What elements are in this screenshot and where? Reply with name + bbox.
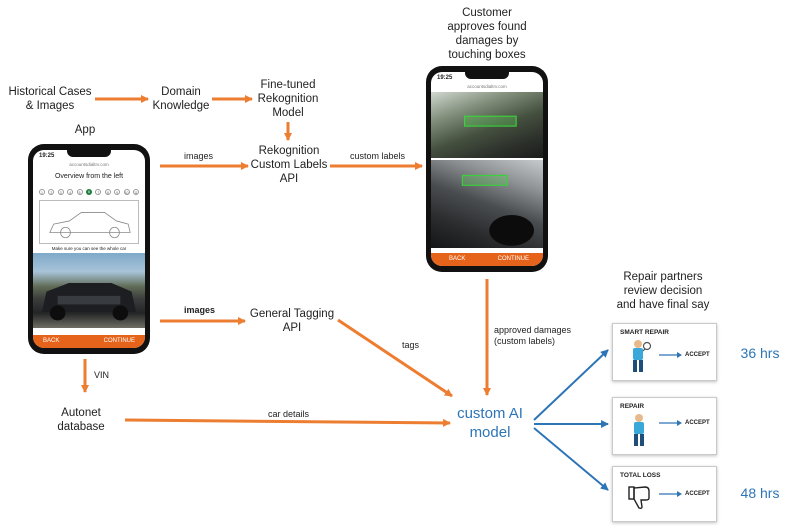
car-photo (33, 253, 145, 328)
app-screen-heading: Overview from the left (54, 173, 124, 180)
damage-back-button[interactable]: BACK (449, 256, 466, 262)
damage-bottom-bar: BACK CONTINUE (431, 253, 543, 266)
rekognition-api-label: Rekognition Custom Labels API (250, 145, 328, 185)
arrow-model-to-smart-repair (533, 349, 609, 421)
repair-person-with-magnifier-icon (633, 340, 652, 372)
repair-accept[interactable]: ACCEPT (685, 420, 710, 426)
mechanic-person-icon (634, 414, 644, 446)
damage-phone-notch (465, 72, 509, 79)
edge-label-custom-labels: custom labels (350, 151, 406, 161)
historical-cases-label: Historical Cases & Images (8, 86, 92, 112)
app-back-button[interactable]: BACK (43, 338, 60, 344)
step-dot: 7 (95, 189, 102, 195)
step-dot: 6 (85, 189, 92, 195)
app-status-bar: 19:25 (33, 150, 145, 162)
repair-partners-label: Repair partners review decision and have… (616, 271, 710, 311)
custom-ai-model-label: custom AI model (457, 405, 523, 441)
general-tagging-api-label: General Tagging API (249, 308, 335, 334)
damage-phone-screen: 19:25 accountsdialtrv.com BACK CONTINUE (431, 72, 543, 266)
repair-title: REPAIR (620, 403, 645, 410)
step-dot: 9 (114, 189, 121, 195)
accept-arrow-icon (659, 352, 682, 358)
damage-continue-button[interactable]: CONTINUE (497, 256, 529, 262)
app-bottom-bar: BACK CONTINUE (33, 335, 145, 348)
edge-label-approved-damages: approved damages (custom labels) (494, 325, 572, 346)
step-dot: 3 (57, 189, 64, 195)
arrow-autonet-to-model (124, 418, 451, 427)
autonet-database-label: Autonet database (57, 407, 105, 433)
app-label: App (74, 124, 96, 136)
damage-photo-bottom (431, 160, 543, 248)
arrow-tagging-to-model (337, 318, 453, 398)
damage-time: 19:25 (437, 75, 453, 81)
domain-knowledge-label: Domain Knowledge (152, 86, 210, 112)
smart-repair-card: SMART REPAIR ACCEPT (612, 323, 717, 381)
repair-card: REPAIR ACCEPT (612, 397, 717, 455)
total-loss-card: TOTAL LOSS ACCEPT (612, 466, 717, 522)
edge-label-images-top: images (184, 151, 214, 161)
smart-repair-duration: 36 hrs (740, 345, 780, 361)
app-hint-text: Make sure you can see the whole car (51, 246, 127, 251)
total-loss-title: TOTAL LOSS (620, 472, 661, 479)
smart-repair-title: SMART REPAIR (620, 329, 669, 336)
step-dot: 1 (39, 189, 45, 195)
damage-status-bar: 19:25 (431, 72, 543, 84)
step-dot: 4 (67, 189, 74, 195)
step-dot: 11 (132, 189, 139, 195)
edge-label-tags: tags (402, 340, 420, 350)
edge-label-vin: VIN (94, 370, 110, 380)
damage-url-bar: accountsdialtrv.com (467, 84, 507, 89)
edge-label-car-details: car details (268, 409, 310, 419)
accept-arrow-icon (659, 491, 682, 497)
car-outline-sketch (39, 200, 139, 244)
app-phone-notch (67, 150, 111, 157)
app-phone-mockup: 19:25 accountsdialtrv.com Overview from … (28, 144, 150, 354)
edge-label-images-bottom: images (184, 305, 216, 315)
app-phone-screen: 19:25 accountsdialtrv.com Overview from … (33, 150, 145, 348)
damage-photo-top (431, 92, 543, 158)
total-loss-duration: 48 hrs (740, 485, 780, 501)
app-continue-button[interactable]: CONTINUE (103, 338, 135, 344)
finetuned-model-label: Fine-tuned Rekognition Model (257, 79, 319, 119)
thumbs-down-icon (628, 486, 650, 510)
total-loss-accept[interactable]: ACCEPT (685, 491, 710, 497)
step-dot: 8 (104, 189, 111, 195)
app-url-bar: accountsdialtrv.com (69, 162, 109, 167)
step-dot: 10 (123, 189, 130, 195)
arrow-model-to-total-loss (533, 427, 609, 491)
customer-approves-label: Customer approves found damages by touch… (447, 7, 527, 61)
step-dot: 5 (76, 189, 83, 195)
damage-approval-phone-mockup: 19:25 accountsdialtrv.com BACK CONTINUE (426, 66, 548, 272)
step-dot: 2 (48, 189, 55, 195)
smart-repair-accept[interactable]: ACCEPT (685, 352, 710, 358)
app-time: 19:25 (39, 153, 55, 159)
accept-arrow-icon (659, 420, 682, 426)
